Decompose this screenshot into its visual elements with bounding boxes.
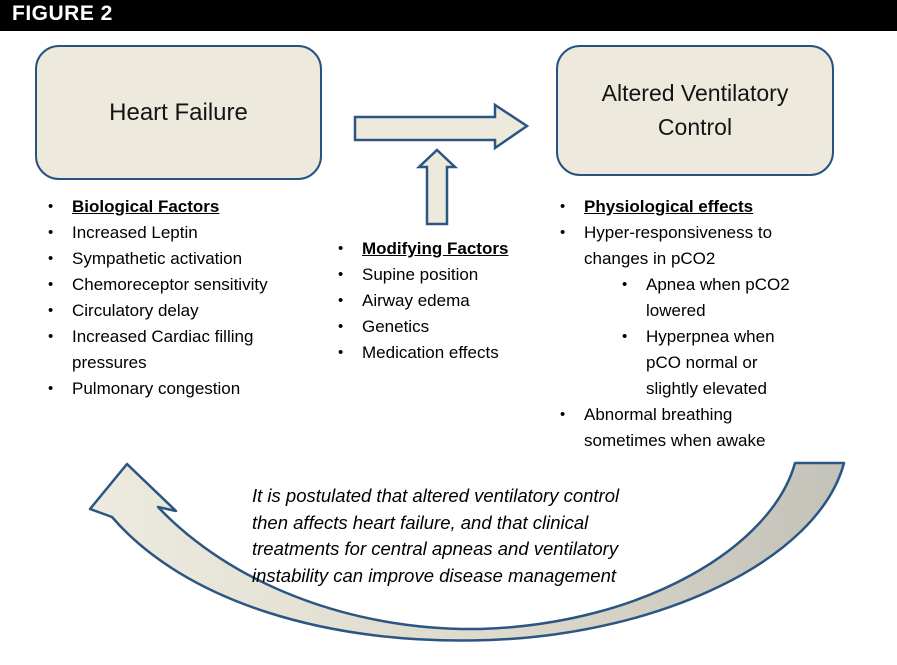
list-item: • Abnormal breathing sometimes when awake [560, 402, 805, 454]
list-item-label: Circulatory delay [72, 301, 199, 320]
bullet-icon: • [622, 328, 628, 345]
modifying-factors-heading-label: Modifying Factors [362, 239, 509, 258]
list-item: • Hyper-responsiveness to changes in pCO2 [560, 220, 805, 272]
list-item: • Chemoreceptor sensitivity [48, 272, 330, 298]
right-arrow-icon [353, 102, 530, 151]
feedback-note-line: It is postulated that altered ventilator… [252, 485, 620, 506]
bullet-icon: • [48, 250, 54, 267]
bullet-icon: • [48, 328, 54, 345]
bullet-icon: • [48, 302, 54, 319]
list-item-label: Medication effects [362, 343, 499, 362]
bullet-icon: • [338, 292, 344, 309]
figure-title: FIGURE 2 [12, 2, 113, 25]
list-item-label: Increased Leptin [72, 223, 198, 242]
node-altered-ventilatory-control-label: Altered Ventilatory Control [601, 80, 789, 140]
up-arrow-icon [415, 148, 459, 226]
figure-header-bar: FIGURE 2 [0, 0, 897, 31]
bullet-icon: • [48, 380, 54, 397]
node-heart-failure: Heart Failure [35, 45, 322, 180]
biological-factors-heading: • Biological Factors [48, 194, 330, 220]
bullet-icon: • [560, 406, 566, 423]
list-item-label: Chemoreceptor sensitivity [72, 275, 268, 294]
list-item-label: Increased Cardiac filling pressures [72, 327, 254, 372]
list-item-label: Apnea when pCO2 lowered [646, 275, 790, 320]
list-item-label: Sympathetic activation [72, 249, 243, 268]
list-item: • Supine position [338, 262, 563, 288]
list-item: • Genetics [338, 314, 563, 340]
list-item: • Sympathetic activation [48, 246, 330, 272]
list-item: • Airway edema [338, 288, 563, 314]
bullet-icon: • [48, 198, 54, 215]
physiological-effects-list: • Physiological effects • Hyper-responsiv… [560, 194, 805, 454]
modifying-factors-list: • Modifying Factors • Supine position • Air… [338, 236, 563, 366]
bullet-icon: • [338, 240, 344, 257]
list-item-label: Abnormal breathing sometimes when awake [584, 405, 766, 450]
physiological-effects-heading-label: Physiological effects [584, 197, 754, 216]
bullet-icon: • [560, 224, 566, 241]
feedback-note-line: instability can improve disease manageme… [252, 564, 617, 586]
list-item: • Circulatory delay [48, 298, 330, 324]
biological-factors-items: • Increased Leptin • Sympathetic activation… [48, 220, 330, 402]
bullet-icon: • [560, 198, 566, 215]
bullet-icon: • [48, 224, 54, 241]
physiological-effects-heading: • Physiological effects [560, 194, 805, 220]
bullet-icon: • [338, 318, 344, 335]
list-item-label: Airway edema [362, 291, 470, 310]
node-altered-ventilatory-control: Altered Ventilatory Control [556, 45, 834, 176]
list-item-label: Hyper-responsiveness to changes in pCO2 [584, 223, 773, 268]
bullet-icon: • [338, 266, 344, 283]
feedback-note-line: then affects heart failure, and that cli… [252, 511, 589, 533]
modifying-factors-items: • Supine position • Airway edema • Genetics • M… [338, 262, 563, 366]
bullet-icon: • [622, 276, 628, 293]
feedback-note-line: treatments for central apneas and ventil… [252, 538, 619, 559]
list-item-label: Hyperpnea when pCO normal or slightly el… [646, 327, 775, 398]
feedback-note: It is postulated that altered ventilator… [252, 483, 692, 589]
list-item-label: Supine position [362, 265, 479, 284]
list-item: • Pulmonary congestion [48, 376, 330, 402]
list-item: • Increased Cardiac filling pressures [48, 324, 330, 376]
biological-factors-heading-label: Biological Factors [72, 197, 220, 216]
modifying-factors-heading: • Modifying Factors [338, 236, 563, 262]
list-item-label: Pulmonary congestion [72, 379, 241, 398]
list-item-label: Genetics [362, 317, 430, 336]
bullet-icon: • [338, 344, 344, 361]
physiological-effects-items: • Hyper-responsiveness to changes in pCO2… [560, 220, 805, 454]
list-item: • Hyperpnea when pCO normal or slightly e… [622, 324, 805, 402]
node-heart-failure-label: Heart Failure [109, 98, 248, 126]
bullet-icon: • [48, 276, 54, 293]
biological-factors-list: • Biological Factors • Increased Leptin • S… [48, 194, 330, 402]
list-item: • Increased Leptin [48, 220, 330, 246]
list-item: • Medication effects [338, 340, 563, 366]
list-item: • Apnea when pCO2 lowered [622, 272, 805, 324]
